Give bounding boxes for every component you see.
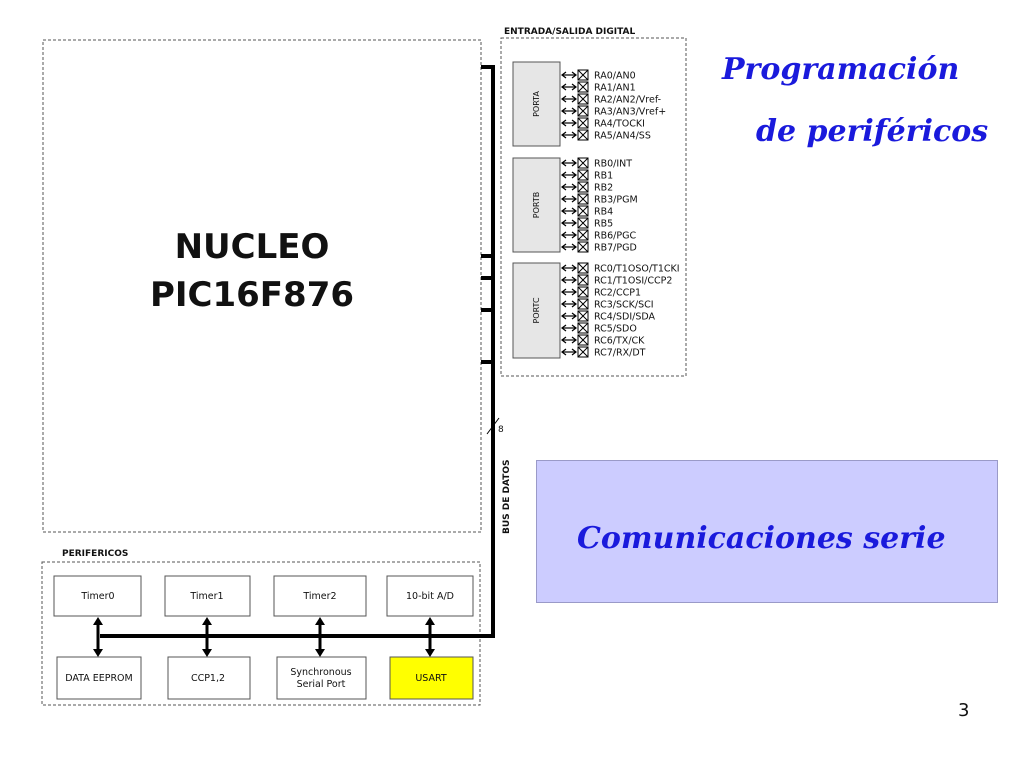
io-section-box <box>500 37 687 377</box>
port-portb: PORTB RB0/INTRB1RB2RB3/PGMRB4RB5RB6/PGCRB… <box>512 157 638 254</box>
bus-connector <box>315 617 325 657</box>
pin-row: RC4/SDI/SDA <box>561 310 656 323</box>
peripheral-top-box: Timer0 <box>53 575 142 617</box>
pin-row: RB6/PGC <box>561 229 636 242</box>
slide-title-line1: Programación <box>722 52 960 87</box>
pin-label: RB5 <box>594 219 613 230</box>
bus-connector <box>93 617 103 657</box>
svg-text:Synchronous: Synchronous <box>290 667 351 678</box>
pin-label: RB4 <box>594 207 613 218</box>
pin-label: RC5/SDO <box>594 324 637 335</box>
peripheral-bottom-box: CCP1,2 <box>167 656 251 700</box>
pin-row: RA3/AN3/Vref+ <box>561 105 666 118</box>
pin-label: RC0/T1OSO/T1CKI <box>594 264 680 275</box>
bus-width-label: 8 <box>498 425 504 435</box>
pin-row: RC2/CCP1 <box>561 286 641 299</box>
pin-label: RC7/RX/DT <box>594 348 646 359</box>
port-box <box>512 262 561 359</box>
serial-comm-highlight-box: Comunicaciones serie <box>536 460 998 603</box>
pin-label: RA3/AN3/Vref+ <box>594 107 666 118</box>
peripheral-bottom-box: USART <box>389 656 474 700</box>
pin-label: RB6/PGC <box>594 231 636 242</box>
pin-row: RB0/INT <box>561 157 632 170</box>
io-section-title: ENTRADA/SALIDA DIGITAL <box>504 27 635 37</box>
peripheral-bottom-box: DATA EEPROM <box>56 656 142 700</box>
peripheral-top-box: Timer1 <box>164 575 251 617</box>
pin-row: RA1/AN1 <box>561 81 636 94</box>
pin-label: RC3/SCK/SCI <box>594 300 654 311</box>
pin-row: RC1/T1OSI/CCP2 <box>561 274 672 287</box>
pin-row: RA5/AN4/SS <box>561 129 651 142</box>
pin-row: RC6/TX/CK <box>561 334 645 347</box>
core-label-line2: PIC16F876 <box>150 275 354 315</box>
pin-label: RA2/AN2/Vref- <box>594 95 661 106</box>
pin-label: RB1 <box>594 171 613 182</box>
bus-connector <box>202 617 212 657</box>
pin-label: RA0/AN0 <box>594 71 636 82</box>
pin-row: RB3/PGM <box>561 193 638 206</box>
pin-label: RA1/AN1 <box>594 83 636 94</box>
port-box <box>512 157 561 253</box>
pin-label: RC1/T1OSI/CCP2 <box>594 276 672 287</box>
svg-text:10-bit A/D: 10-bit A/D <box>406 591 454 602</box>
peripheral-top-box: 10-bit A/D <box>386 575 474 617</box>
svg-text:Timer2: Timer2 <box>302 591 336 602</box>
pin-row: RC7/RX/DT <box>561 346 646 359</box>
bus-label: BUS DE DATOS <box>502 459 512 534</box>
svg-text:Serial Port: Serial Port <box>297 679 346 690</box>
peripherals-layer: Timer0 Timer1 Timer2 10-bit A/D DATA EEPROM C… <box>53 575 474 700</box>
port-label: PORTB <box>532 192 541 218</box>
page-number: 3 <box>958 700 970 721</box>
pin-label: RC4/SDI/SDA <box>594 312 656 323</box>
pin-row: RB1 <box>561 169 613 182</box>
pin-label: RB0/INT <box>594 159 632 170</box>
slide-title-line2: de periféricos <box>756 114 989 149</box>
peripherals-section-box <box>41 561 481 706</box>
pin-row: RA4/TOCKI <box>561 117 645 130</box>
bus-connector <box>425 617 435 657</box>
svg-text:USART: USART <box>415 673 447 684</box>
svg-text:Timer0: Timer0 <box>80 591 114 602</box>
pin-label: RB2 <box>594 183 613 194</box>
peripherals-section-title: PERIFERICOS <box>62 549 128 559</box>
port-porta: PORTA RA0/AN0RA1/AN1RA2/AN2/Vref-RA3/AN3/… <box>512 61 666 147</box>
pin-row: RB4 <box>561 205 613 218</box>
pin-row: RB2 <box>561 181 613 194</box>
ports-layer: PORTA RA0/AN0RA1/AN1RA2/AN2/Vref-RA3/AN3/… <box>512 61 680 359</box>
svg-text:CCP1,2: CCP1,2 <box>191 673 225 684</box>
pin-row: RB7/PGD <box>561 241 637 254</box>
pin-label: RC2/CCP1 <box>594 288 641 299</box>
pin-label: RB3/PGM <box>594 195 638 206</box>
pin-row: RA2/AN2/Vref- <box>561 93 661 106</box>
port-label: PORTC <box>532 297 541 324</box>
port-label: PORTA <box>532 91 541 117</box>
pin-label: RA4/TOCKI <box>594 119 645 130</box>
pin-row: RB5 <box>561 217 613 230</box>
svg-text:Timer1: Timer1 <box>189 591 223 602</box>
pin-row: RC5/SDO <box>561 322 637 335</box>
pin-row: RA0/AN0 <box>561 69 636 82</box>
pin-row: RC0/T1OSO/T1CKI <box>561 262 680 275</box>
svg-text:DATA EEPROM: DATA EEPROM <box>65 673 133 684</box>
pin-row: RC3/SCK/SCI <box>561 298 654 311</box>
data-bus <box>100 65 500 638</box>
pin-label: RA5/AN4/SS <box>594 131 651 142</box>
port-box <box>512 61 561 147</box>
port-portc: PORTC RC0/T1OSO/T1CKIRC1/T1OSI/CCP2RC2/CC… <box>512 262 680 359</box>
core-label-line1: NUCLEO <box>175 227 330 267</box>
peripheral-top-box: Timer2 <box>273 575 367 617</box>
pin-label: RC6/TX/CK <box>594 336 645 347</box>
pin-label: RB7/PGD <box>594 243 637 254</box>
serial-comm-label: Comunicaciones serie <box>577 521 946 556</box>
